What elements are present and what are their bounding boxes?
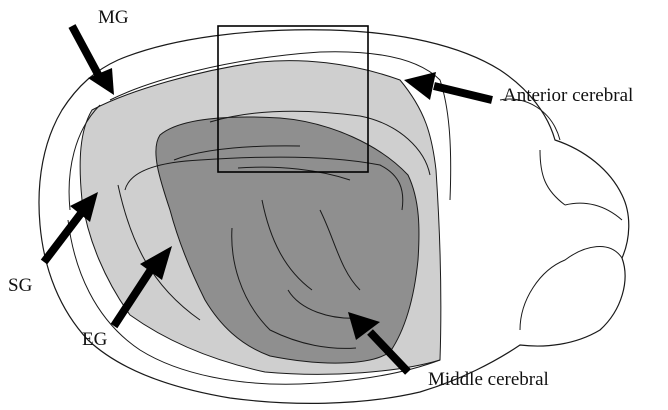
label-middle-cerebral: Middle cerebral bbox=[428, 370, 549, 389]
label-eg: EG bbox=[82, 330, 107, 349]
anterior-cerebral-arrow bbox=[404, 72, 492, 100]
label-mg: MG bbox=[98, 8, 129, 27]
label-sg: SG bbox=[8, 276, 32, 295]
mg-arrow bbox=[72, 26, 114, 95]
cerebellum-outline bbox=[500, 99, 622, 330]
label-anterior-cerebral: Anterior cerebral bbox=[503, 86, 633, 105]
